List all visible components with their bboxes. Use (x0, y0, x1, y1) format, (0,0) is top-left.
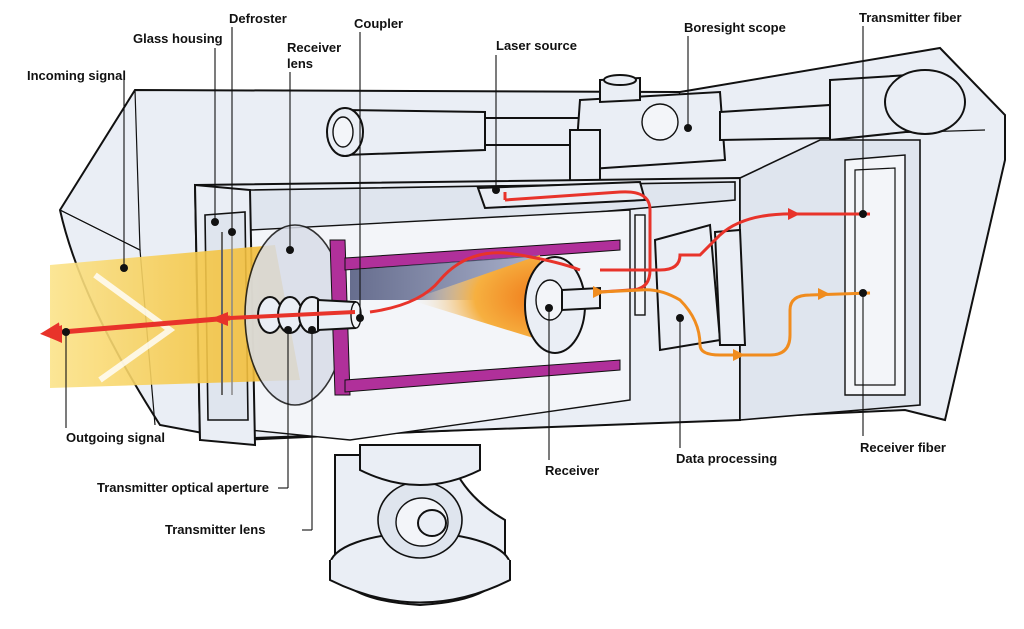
label-transmitter-lens: Transmitter lens (165, 522, 265, 537)
label-transmitter-optical-aperture: Transmitter optical aperture (97, 480, 269, 495)
data-processing-board (634, 214, 747, 352)
label-coupler: Coupler (354, 16, 403, 31)
receiver-lens (244, 224, 621, 406)
label-transmitter-fiber: Transmitter fiber (859, 10, 962, 25)
label-data-processing: Data processing (676, 451, 777, 466)
label-receiver-fiber: Receiver fiber (860, 440, 946, 455)
receive-path (593, 286, 871, 361)
receiver-assembly (524, 256, 601, 354)
focusing-cones (350, 255, 540, 340)
label-receiver-lens-line1: Receiver (287, 40, 341, 55)
label-glass-housing: Glass housing (133, 31, 223, 46)
label-laser-source: Laser source (496, 38, 577, 53)
mount-pedestal (329, 444, 511, 607)
labels: Incoming signal Glass housing Defroster … (27, 10, 962, 537)
label-outgoing-signal: Outgoing signal (66, 430, 165, 445)
label-receiver: Receiver (545, 463, 599, 478)
leader-lines (62, 26, 867, 531)
label-boresight-scope: Boresight scope (684, 20, 786, 35)
incoming-beam (50, 245, 300, 388)
label-defroster: Defroster (229, 11, 287, 26)
boresight-scope (326, 69, 966, 184)
label-receiver-lens-line2: lens (287, 56, 313, 71)
label-incoming-signal: Incoming signal (27, 68, 126, 83)
